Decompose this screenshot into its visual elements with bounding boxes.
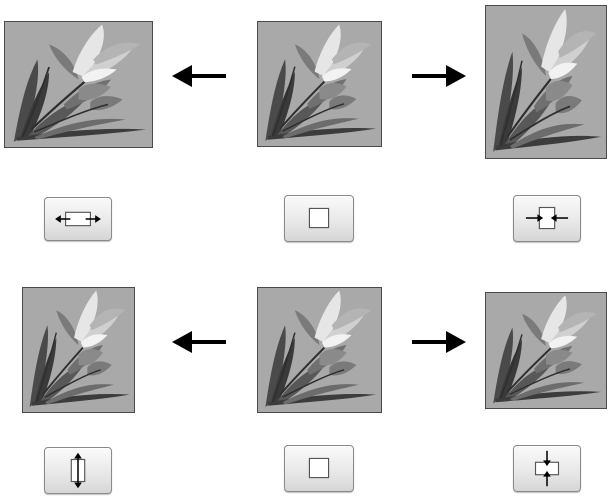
embroidered-lily-icon [486, 293, 606, 408]
reduced-width-preview: Reduce width [4, 21, 153, 148]
stretch-horizontal-button[interactable]: Reduce width [44, 197, 112, 241]
original-size-button[interactable]: Original size [284, 445, 354, 492]
arrow-right-icon [410, 329, 468, 355]
shrink-horizontal-icon [525, 206, 569, 230]
enlarged-width-preview: Enlarge width [485, 5, 607, 159]
arrow-left-icon [170, 63, 228, 89]
stretch-vertical-icon [70, 452, 86, 489]
original-size-preview: Original size [257, 287, 382, 413]
shrink-vertical-icon [534, 450, 560, 487]
stretch-vertical-button[interactable]: Reduce height [44, 447, 112, 494]
embroidered-lily-icon [23, 288, 134, 412]
arrow-left-icon [170, 329, 228, 355]
reduced-height-preview: Reduce height [22, 287, 135, 413]
original-size-button[interactable]: Original size [284, 195, 354, 242]
embroidered-lily-icon [258, 288, 381, 412]
shrink-vertical-button[interactable]: Enlarge height [513, 445, 581, 492]
embroidered-lily-icon [258, 22, 381, 146]
enlarged-height-preview: Enlarge height [485, 292, 607, 409]
original-size-preview: Original size [257, 21, 382, 147]
square-icon [308, 207, 330, 229]
stretch-horizontal-icon [55, 211, 101, 227]
embroidered-lily-icon [5, 22, 152, 147]
shrink-horizontal-button[interactable]: Enlarge width [513, 195, 581, 242]
square-icon [308, 457, 330, 479]
arrow-right-icon [410, 63, 468, 89]
embroidered-lily-icon [486, 6, 606, 158]
